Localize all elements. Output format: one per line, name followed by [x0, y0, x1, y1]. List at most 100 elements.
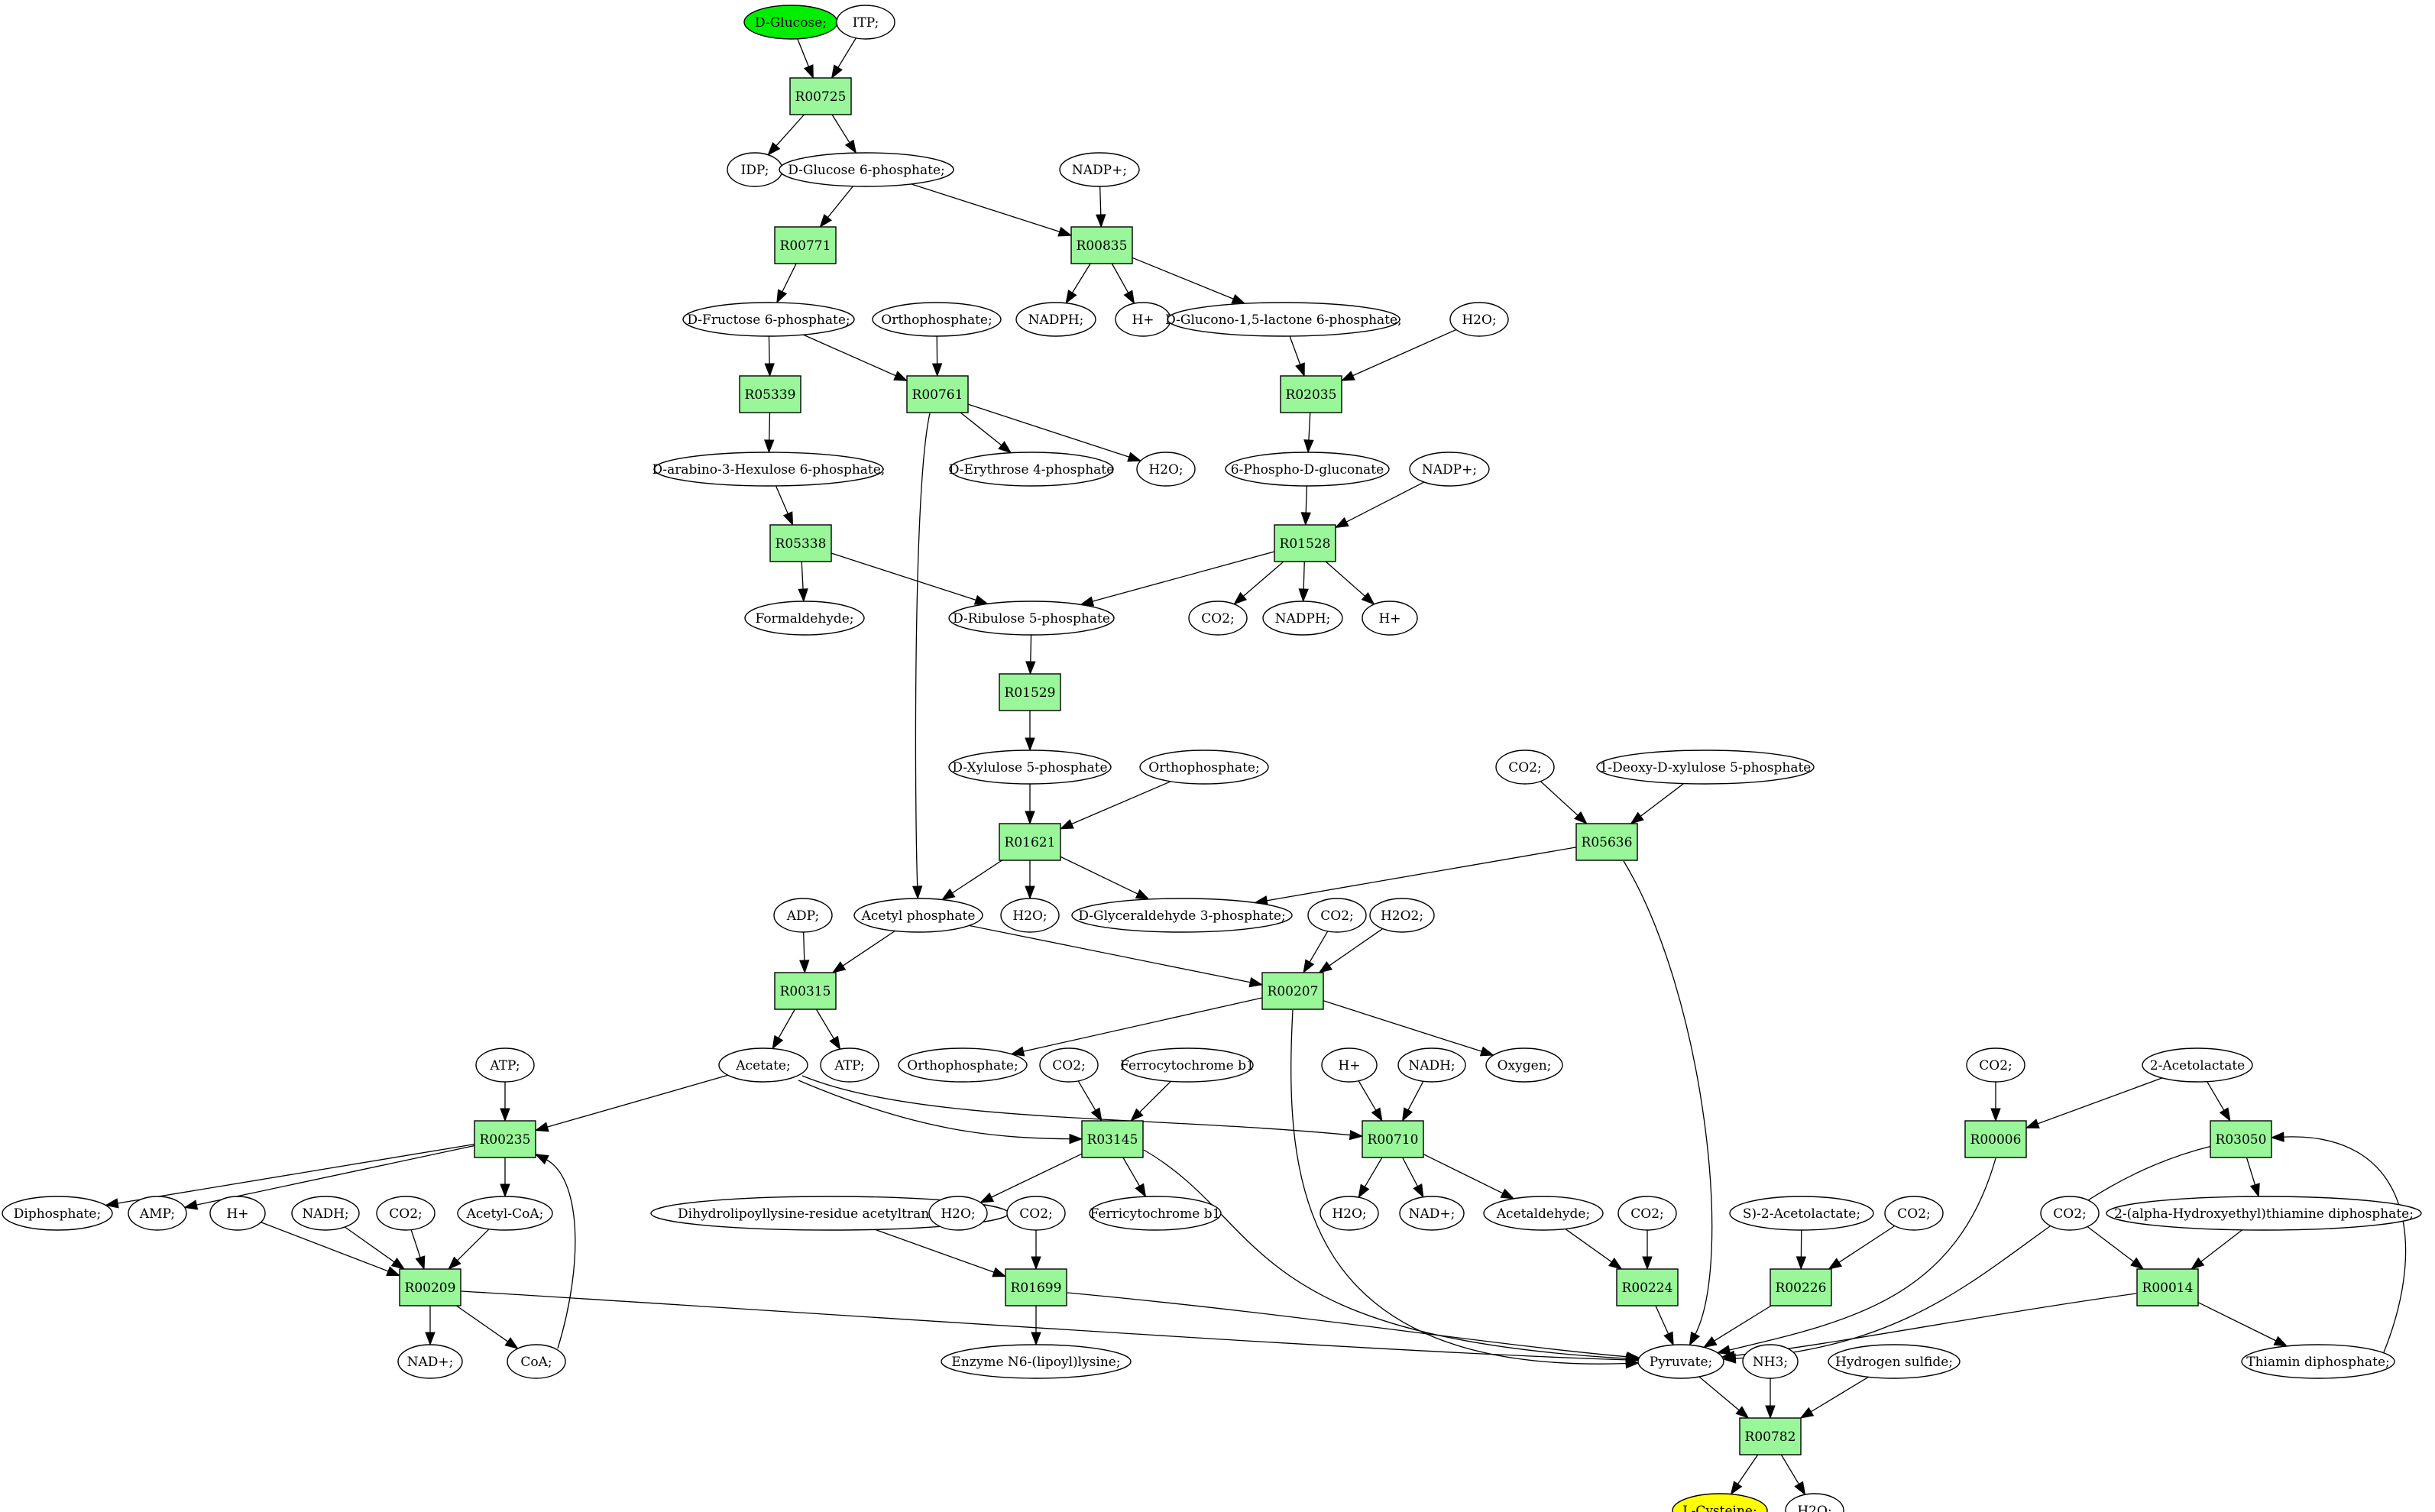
metabolite-node-co2_4[interactable]: CO2; [1039, 1047, 1099, 1083]
metabolite-node-dglucose[interactable]: D-Glucose; [743, 5, 838, 40]
metabolite-node-g6p[interactable]: D-Glucose 6-phosphate; [779, 152, 954, 187]
reaction-node-r00226[interactable]: R00226 [1770, 1268, 1832, 1306]
metabolite-node-hplus1[interactable]: H+ [1115, 302, 1171, 337]
metabolite-node-coa[interactable]: CoA; [507, 1344, 566, 1379]
reaction-node-r03050[interactable]: R03050 [2210, 1120, 2272, 1158]
reaction-node-r00761[interactable]: R00761 [906, 375, 969, 413]
metabolite-node-hplus3[interactable]: H+ [1321, 1047, 1378, 1083]
edge-m_h2o1-to-r_R02035 [1340, 329, 1457, 381]
metabolite-node-nadh1[interactable]: NADH; [1397, 1047, 1466, 1083]
metabolite-node-ferricyt[interactable]: Ferricytochrome b1 [1089, 1196, 1222, 1231]
metabolite-node-f6p[interactable]: D-Fructose 6-phosphate; [682, 302, 855, 337]
metabolite-node-co2_3[interactable]: CO2; [1307, 898, 1367, 933]
metabolite-node-dihydrolipoyl[interactable]: Dihydrolipoyllysine-residue acetyltransf… [650, 1196, 1009, 1231]
metabolite-node-co2_8[interactable]: CO2; [1617, 1196, 1677, 1231]
reaction-node-r00006[interactable]: R00006 [1964, 1120, 2027, 1158]
metabolite-node-gluconolactone[interactable]: D-Glucono-1,5-lactone 6-phosphate; [1165, 302, 1402, 337]
metabolite-node-nadplus[interactable]: NAD+; [1399, 1196, 1465, 1231]
metabolite-node-acetylcoa[interactable]: Acetyl-CoA; [457, 1196, 553, 1231]
metabolite-node-hplus4[interactable]: H+ [209, 1196, 266, 1231]
metabolite-node-e4p[interactable]: D-Erythrose 4-phosphate [949, 452, 1114, 487]
metabolite-node-h2o3[interactable]: H2O; [1000, 898, 1060, 933]
metabolite-node-nadp2[interactable]: NADP+; [1409, 452, 1490, 487]
edge-line [1727, 1157, 1996, 1352]
metabolite-node-atp2[interactable]: ATP; [820, 1047, 879, 1083]
metabolite-node-orthophos3[interactable]: Orthophosphate; [898, 1047, 1028, 1083]
reaction-node-r05636[interactable]: R05636 [1575, 823, 1638, 861]
reaction-node-r03145[interactable]: R03145 [1081, 1120, 1144, 1158]
metabolite-node-hplus2[interactable]: H+ [1362, 601, 1418, 636]
metabolite-node-h2o4[interactable]: H2O; [928, 1196, 988, 1231]
reaction-node-r01529[interactable]: R01529 [999, 673, 1061, 711]
reaction-node-r00771[interactable]: R00771 [774, 226, 837, 264]
metabolite-node-hethtpp[interactable]: 2-(alpha-Hydroxyethyl)thiamine diphospha… [2106, 1196, 2422, 1231]
metabolite-node-orthophos2[interactable]: Orthophosphate; [1139, 750, 1269, 785]
reaction-node-r01528[interactable]: R01528 [1274, 524, 1336, 562]
metabolite-ellipse [1884, 1196, 1944, 1231]
reaction-node-r00224[interactable]: R00224 [1616, 1268, 1679, 1306]
node-label: Dihydrolipoyllysine-residue acetyltransf… [678, 1206, 982, 1222]
metabolite-node-nadph2[interactable]: NADPH; [1262, 601, 1343, 636]
metabolite-node-h2o2[interactable]: H2O; [1136, 452, 1196, 487]
metabolite-node-itp[interactable]: ITP; [836, 5, 895, 40]
metabolite-node-orthophos1[interactable]: Orthophosphate; [872, 302, 1002, 337]
metabolite-node-dxp[interactable]: 1-Deoxy-D-xylulose 5-phosphate [1596, 750, 1815, 785]
metabolite-node-adp[interactable]: ADP; [773, 898, 833, 933]
metabolite-node-h2s[interactable]: Hydrogen sulfide; [1828, 1344, 1961, 1379]
metabolite-node-atp1[interactable]: ATP; [475, 1047, 535, 1083]
metabolite-node-amp[interactable]: AMP; [128, 1196, 187, 1231]
metabolite-node-s2acetolactate[interactable]: S)-2-Acetolactate; [1729, 1196, 1874, 1231]
reaction-node-r05339[interactable]: R05339 [739, 375, 801, 413]
metabolite-node-idp[interactable]: IDP; [727, 152, 783, 187]
metabolite-node-g3p[interactable]: D-Glyceraldehyde 3-phosphate; [1071, 898, 1293, 933]
reaction-node-r02035[interactable]: R02035 [1280, 375, 1342, 413]
metabolite-node-nadph1[interactable]: NADPH; [1015, 302, 1096, 337]
reaction-node-r01621[interactable]: R01621 [999, 823, 1061, 861]
metabolite-node-co2_10[interactable]: CO2; [2040, 1196, 2100, 1231]
metabolite-node-diphosphate[interactable]: Diphosphate; [2, 1196, 113, 1231]
metabolite-node-pyruvate[interactable]: Pyruvate; [1637, 1344, 1724, 1379]
metabolite-node-co2_5[interactable]: CO2; [1966, 1047, 2025, 1083]
metabolite-node-acetylp[interactable]: Acetyl phosphate [853, 898, 983, 933]
metabolite-node-h2o2_1[interactable]: H2O2; [1369, 898, 1435, 933]
metabolite-node-co2_9[interactable]: CO2; [1884, 1196, 1944, 1231]
reaction-node-r00209[interactable]: R00209 [399, 1268, 461, 1306]
metabolite-node-lipoyllysine[interactable]: Enzyme N6-(lipoyl)lysine; [941, 1344, 1132, 1379]
metabolite-node-acetolactate[interactable]: 2-Acetolactate [2142, 1047, 2253, 1083]
metabolite-node-co2_1[interactable]: CO2; [1188, 601, 1248, 636]
metabolite-node-nh3[interactable]: NH3; [1742, 1344, 1799, 1379]
metabolite-node-ferrocyt[interactable]: Ferrocytochrome b1 [1120, 1047, 1255, 1083]
metabolite-node-tpp[interactable]: Thiamin diphosphate; [2241, 1344, 2395, 1379]
metabolite-node-xu5p[interactable]: D-Xylulose 5-phosphate [948, 750, 1112, 785]
metabolite-node-co2_6[interactable]: CO2; [376, 1196, 436, 1231]
reaction-node-r00782[interactable]: R00782 [1739, 1417, 1802, 1455]
metabolite-node-co2_7[interactable]: CO2; [1006, 1196, 1066, 1231]
metabolite-node-co2_2[interactable]: CO2; [1495, 750, 1555, 785]
reaction-node-r05338[interactable]: R05338 [769, 524, 832, 562]
arrowhead [1626, 1352, 1640, 1362]
reaction-node-r00725[interactable]: R00725 [789, 77, 852, 115]
reaction-node-r00235[interactable]: R00235 [474, 1120, 536, 1158]
metabolite-node-nadh2[interactable]: NADH; [291, 1196, 360, 1231]
reaction-node-r00315[interactable]: R00315 [774, 972, 837, 1010]
reaction-node-r01699[interactable]: R01699 [1005, 1268, 1067, 1306]
metabolite-node-lcysteine[interactable]: L-Cysteine; [1672, 1493, 1768, 1512]
edge-line [1265, 847, 1577, 902]
reaction-node-r00207[interactable]: R00207 [1261, 972, 1324, 1010]
reaction-node-r00710[interactable]: R00710 [1362, 1120, 1424, 1158]
metabolite-node-nadplus2[interactable]: NAD+; [397, 1344, 463, 1379]
metabolite-node-acetaldehyde[interactable]: Acetaldehyde; [1483, 1196, 1604, 1231]
metabolite-node-h2o1[interactable]: H2O; [1449, 302, 1509, 337]
reaction-node-r00014[interactable]: R00014 [2136, 1268, 2199, 1306]
metabolite-node-ru5p[interactable]: D-Ribulose 5-phosphate [948, 601, 1115, 636]
metabolite-node-h2o5[interactable]: H2O; [1319, 1196, 1379, 1231]
metabolite-node-oxygen[interactable]: Oxygen; [1485, 1047, 1563, 1083]
metabolite-node-h2o6[interactable]: H2O; [1785, 1493, 1844, 1512]
metabolite-node-acetate[interactable]: Acetate; [718, 1047, 808, 1083]
metabolite-node-formaldehyde[interactable]: Formaldehyde; [744, 601, 865, 636]
metabolite-node-nadp1[interactable]: NADP+; [1059, 152, 1140, 187]
metabolite-node-hexulose[interactable]: D-arabino-3-Hexulose 6-phosphate; [652, 452, 886, 487]
edge-m_co2_3-to-r_R00207 [1303, 931, 1329, 974]
reaction-node-r00835[interactable]: R00835 [1070, 226, 1133, 264]
metabolite-node-6pg[interactable]: 6-Phospho-D-gluconate [1225, 452, 1390, 487]
